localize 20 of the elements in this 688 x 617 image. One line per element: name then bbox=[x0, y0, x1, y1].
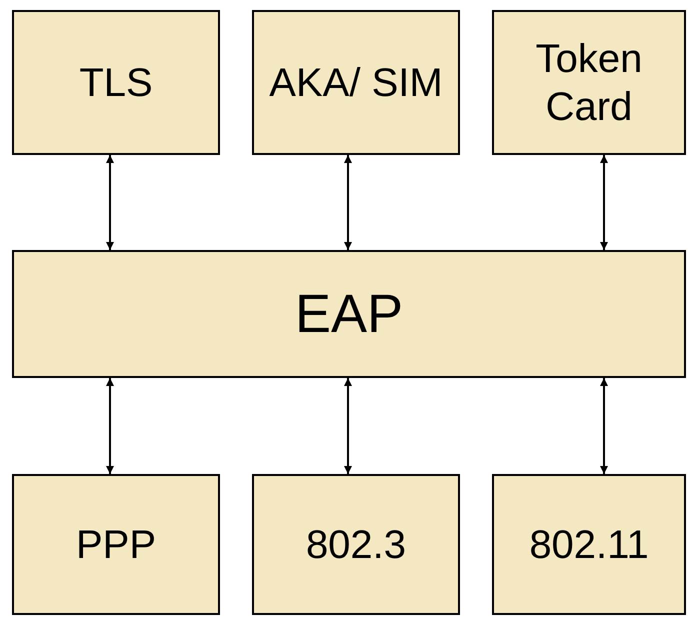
layer-label: 802.3 bbox=[304, 522, 408, 568]
double-arrow bbox=[106, 155, 114, 250]
layer-label: 802.11 bbox=[528, 522, 650, 568]
double-arrow bbox=[600, 155, 608, 250]
layer-box bbox=[492, 10, 686, 155]
layer-label: TLS bbox=[78, 60, 154, 106]
layer-box bbox=[12, 250, 686, 378]
double-arrow bbox=[344, 155, 352, 250]
double-arrow bbox=[600, 378, 608, 474]
layer-box bbox=[252, 474, 460, 615]
layer-box bbox=[12, 474, 220, 615]
layer-box bbox=[12, 10, 220, 155]
double-arrow bbox=[106, 378, 114, 474]
layer-label: EAP bbox=[294, 282, 404, 346]
double-arrow bbox=[344, 378, 352, 474]
layer-label: PPP bbox=[74, 522, 158, 568]
layer-label: AKA/ SIM bbox=[268, 60, 444, 106]
layer-box bbox=[252, 10, 460, 155]
layer-label: Token Card bbox=[534, 36, 644, 130]
layer-box bbox=[492, 474, 686, 615]
